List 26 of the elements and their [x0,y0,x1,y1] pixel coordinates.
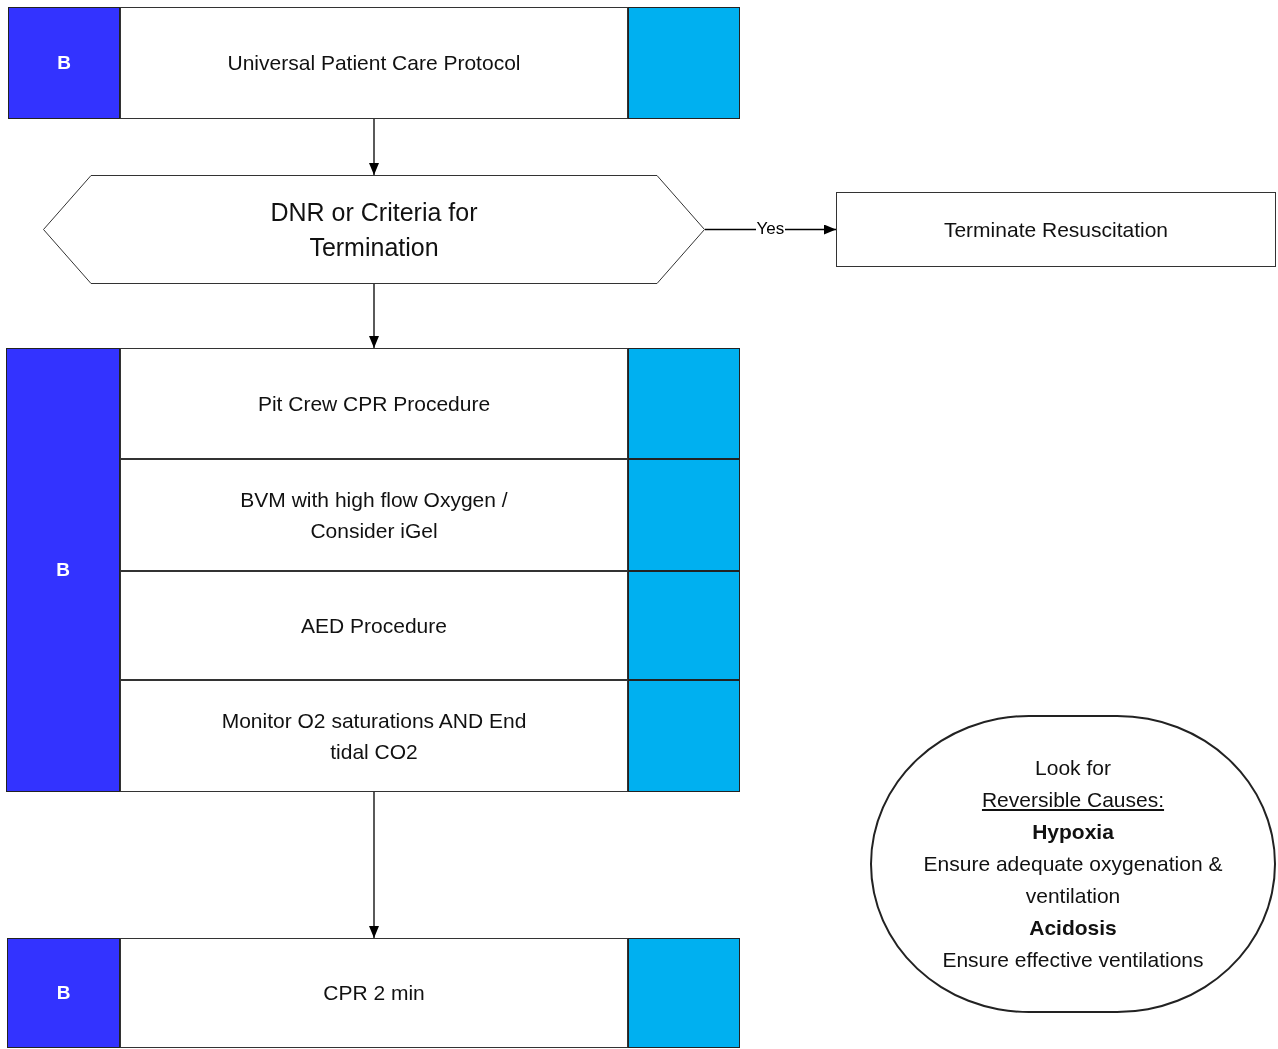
cause-heading: Hypoxia [1032,819,1114,846]
process-box: BVM with high flow Oxygen / Consider iGel [120,459,628,571]
side-bar: B [8,7,120,119]
arrow [369,118,379,176]
side-bar [628,7,740,119]
process-box: CPR 2 min [120,938,628,1048]
side-bar: B [7,938,120,1048]
note-heading: Reversible Causes: [981,787,1165,814]
note-text: Ensure effective ventilations [942,946,1204,973]
note-text: Ensure adequate oxygenation & ventilation [922,851,1224,909]
side-bar [628,348,740,459]
process-box: Monitor O2 saturations AND End tidal CO2 [120,680,628,792]
side-bar [628,571,740,680]
process-box: AED Procedure [120,571,628,680]
side-bar: B [6,348,120,792]
note-text: Look for [1035,755,1111,782]
decision-hexagon: DNR or Criteria for Termination [43,175,705,284]
process-box: Pit Crew CPR Procedure [120,348,628,459]
cause-heading: Acidosis [1029,914,1117,941]
side-bar [628,680,740,792]
arrow [369,791,379,939]
process-box: Universal Patient Care Protocol [120,7,628,119]
process-box: Terminate Resuscitation [836,192,1276,267]
arrow [369,283,379,349]
side-bar [628,938,740,1048]
side-bar [628,459,740,571]
